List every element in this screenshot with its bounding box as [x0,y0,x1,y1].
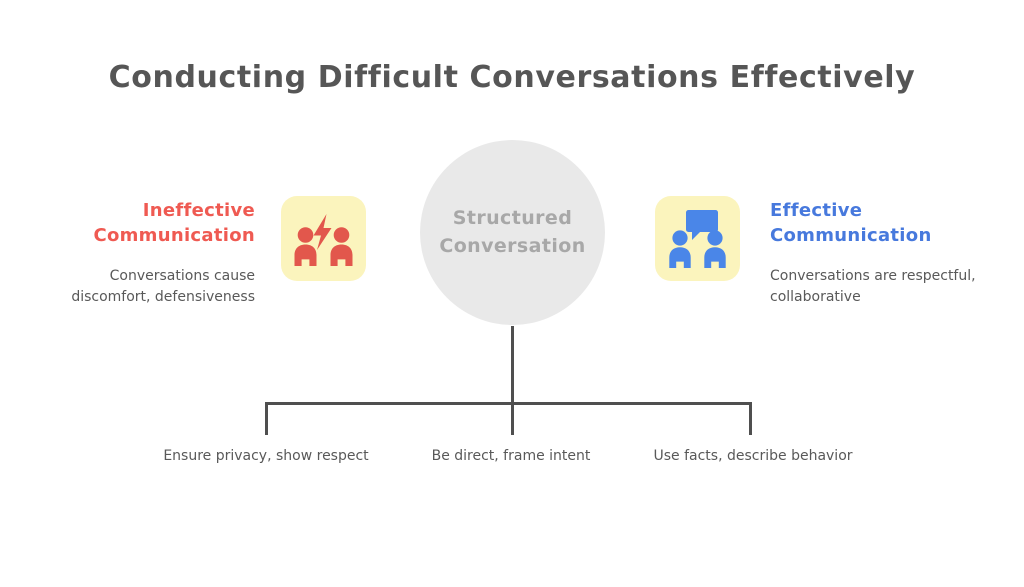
ineffective-communication-block: Ineffective Communication Conversations … [45,198,255,308]
ineffective-heading-line2: Communication [93,225,255,247]
effective-description: Conversations are respectful, collaborat… [770,268,976,306]
dialogue-people-icon [669,210,726,268]
ineffective-heading-line1: Ineffective [142,200,255,221]
ineffective-description: Conversations cause discomfort, defensiv… [71,268,255,306]
effective-communication-block: Effective Communication Conversations ar… [770,198,980,308]
step-label-2: Be direct, frame intent [431,448,591,464]
effective-heading: Effective Communication [770,198,980,248]
center-node: Structured Conversation [420,140,605,325]
step-label-1: Ensure privacy, show respect [163,448,369,464]
ineffective-icon-card [281,196,366,281]
center-node-label-line1: Structured [452,206,573,229]
step-label-3: Use facts, describe behavior [653,448,853,464]
page-title: Conducting Difficult Conversations Effec… [108,60,916,95]
conflict-people-icon [294,214,353,266]
effective-icon-card [655,196,740,281]
effective-heading-line1: Effective [770,200,863,221]
center-node-label-line2: Conversation [439,234,586,257]
center-node-label: Structured Conversation [438,205,588,260]
ineffective-heading: Ineffective Communication [45,198,255,248]
effective-heading-line2: Communication [770,225,932,247]
